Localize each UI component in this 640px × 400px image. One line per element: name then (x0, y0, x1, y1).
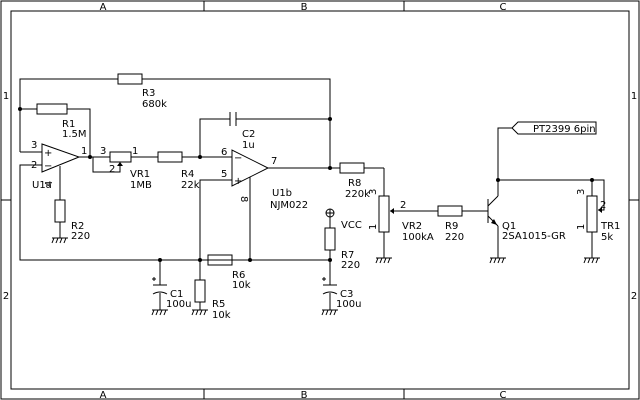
vr2-potentiometer (378, 195, 394, 233)
vr1-potentiometer (109, 151, 132, 172)
r2-resistor (54, 199, 66, 223)
r1-value: 1.5M (62, 129, 87, 140)
u1a-pin-3: 3 (31, 140, 37, 151)
vr1-ref: VR1 (130, 169, 150, 180)
c2-value: 1u (242, 140, 255, 151)
r7-resistor (324, 227, 336, 251)
r5-ref: R5 (212, 299, 225, 310)
frame-row-1-left: 1 (3, 91, 9, 102)
r2-ref: R2 (71, 221, 84, 232)
q1-ref: Q1 (502, 221, 516, 232)
ground-c1 (151, 309, 168, 316)
u1b-pin-5: 5 (221, 169, 227, 180)
r7-ref: R7 (341, 250, 354, 261)
tr1-pin-2: 2 (600, 200, 606, 211)
tr1-trimmer (586, 195, 602, 233)
frame-row-1-right: 1 (631, 91, 637, 102)
c1-capacitor (152, 277, 168, 295)
ground-r2 (51, 237, 68, 244)
frame-col-a-bottom: A (100, 390, 107, 400)
r8-ref: R8 (348, 178, 361, 189)
u1a-pin-1: 1 (81, 146, 87, 157)
ground-r5 (191, 309, 208, 316)
u1b-plus-sign: + (234, 176, 242, 187)
u1b-pin-7: 7 (271, 156, 277, 167)
vr1-value: 1MB (130, 180, 152, 191)
r6-resistor (207, 254, 233, 266)
u1a-opamp (32, 143, 81, 188)
r7-value: 220 (341, 260, 360, 271)
vr1-pin-1: 1 (132, 146, 138, 157)
r6-ref: R6 (232, 270, 245, 281)
r1-resistor (36, 103, 68, 115)
vr1-pin-2: 2 (109, 164, 115, 175)
frame-row-2-left: 2 (3, 291, 9, 302)
vr2-pin-2: 2 (400, 200, 406, 211)
vr2-pin-3: 3 (368, 189, 379, 195)
u1b-pin-8: 8 (238, 196, 249, 202)
r3-resistor (117, 73, 143, 85)
vcc-symbol (325, 208, 335, 218)
u1b-ref: U1b (272, 188, 292, 199)
junction-dots (18, 107, 594, 262)
r8-value: 220k (345, 189, 370, 200)
u1a-pin-4: 4 (44, 181, 55, 187)
frame-col-b-top: B (301, 2, 308, 13)
tr1-ref: TR1 (600, 221, 620, 232)
r5-value: 10k (212, 310, 231, 321)
u1b-pin-6: 6 (221, 147, 227, 158)
u1b-minus-sign: − (234, 153, 242, 164)
r3-value: 680k (142, 99, 167, 110)
r4-resistor (157, 151, 183, 163)
q1-value: 2SA1015-GR (502, 231, 566, 242)
r5-resistor (194, 279, 206, 303)
tr1-value: 5k (601, 232, 613, 243)
r6-value: 10k (232, 280, 251, 291)
ground-tr1 (583, 257, 600, 264)
u1b-value: NJM022 (270, 200, 308, 211)
u1a-plus-sign: + (44, 148, 52, 159)
vr2-pin-1: 1 (368, 224, 379, 230)
r2-value: 220 (71, 231, 90, 242)
c2-capacitor (226, 112, 240, 126)
r9-ref: R9 (445, 221, 458, 232)
vr2-ref: VR2 (402, 221, 422, 232)
u1a-minus-sign: − (44, 161, 52, 172)
frame-col-c-top: C (500, 2, 507, 13)
c1-ref: C1 (170, 289, 183, 300)
ground-c3 (321, 309, 338, 316)
frame-row-2-right: 2 (631, 291, 637, 302)
tr1-pin-3: 3 (576, 189, 587, 195)
c3-capacitor (322, 277, 338, 295)
vr1-pin-3: 3 (100, 146, 106, 157)
frame-col-b-bottom: B (301, 390, 308, 400)
tr1-pin-1: 1 (576, 224, 587, 230)
q1-transistor (487, 199, 497, 225)
c3-ref: C3 (340, 289, 353, 300)
r3-ref: R3 (142, 88, 155, 99)
pt2399-connector (511, 121, 597, 135)
u1b-opamp (231, 149, 270, 196)
frame-col-a-top: A (100, 2, 107, 13)
pt2399-label: PT2399 6pin (533, 124, 596, 135)
r8-resistor (339, 162, 365, 174)
vr2-value: 100kA (402, 232, 434, 243)
u1a-ref: U1a (32, 180, 52, 191)
r1-ref: R1 (62, 119, 75, 130)
ground-q1 (489, 257, 506, 264)
wires (19, 78, 605, 310)
u1a-pin-2: 2 (31, 160, 37, 171)
r4-ref: R4 (181, 169, 194, 180)
c2-ref: C2 (242, 129, 255, 140)
ground-vr2 (375, 257, 392, 264)
c1-value: 100u (166, 299, 191, 310)
r4-value: 22k (181, 180, 200, 191)
vcc-label: VCC (341, 220, 362, 231)
r9-value: 220 (445, 232, 464, 243)
c3-value: 100u (336, 299, 361, 310)
frame-col-c-bottom: C (500, 390, 507, 400)
r9-resistor (437, 205, 463, 217)
